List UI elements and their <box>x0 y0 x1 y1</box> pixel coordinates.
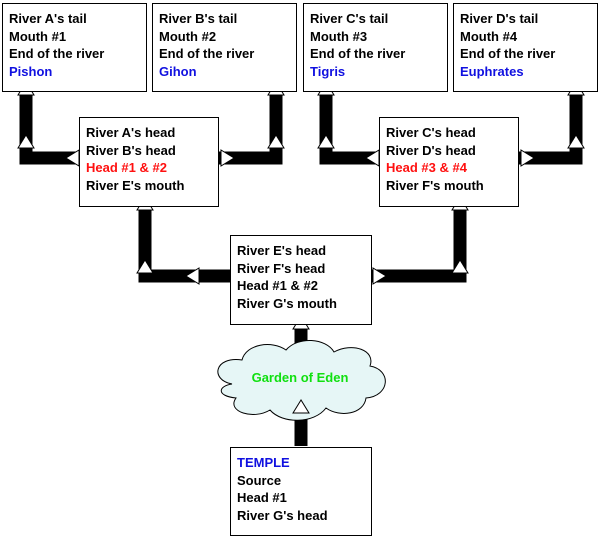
arrow-left-to-ab <box>185 267 200 285</box>
temple-line-4: River G's head <box>237 508 328 524</box>
arrow-from-ab-to-b <box>267 134 285 149</box>
arrow-into-garden <box>292 399 310 414</box>
river-d-tail-line-2: Mouth #4 <box>460 28 518 44</box>
river-c-tail-box: River C's tail Mouth #3 End of the river… <box>303 3 448 92</box>
river-c-name-tigris: Tigris <box>310 64 346 80</box>
junction-ef-line-1: River E's head <box>237 243 327 258</box>
river-d-tail-line-3: End of the river <box>460 46 556 62</box>
arrow-from-ab-to-a <box>17 134 35 149</box>
junction-cd-heads: Head #3 & #4 <box>386 160 467 176</box>
temple-box: TEMPLE Source Head #1 River G's head <box>230 447 372 536</box>
junction-ef-line-4: River G's mouth <box>237 296 337 312</box>
junction-ab-line-4: River E's mouth <box>86 178 185 194</box>
junction-cd-box: River C's head River D's head Head #3 & … <box>379 117 519 207</box>
pipe-ef-to-ab <box>138 210 230 283</box>
river-a-tail-box: River A's tail Mouth #1 End of the river… <box>2 3 147 92</box>
river-c-tail-line-2: Mouth #3 <box>310 28 368 44</box>
river-a-name-pishon: Pishon <box>9 64 53 80</box>
junction-ab-box: River A's head River B's head Head #1 & … <box>79 117 219 207</box>
river-a-tail-line-3: End of the river <box>9 46 105 62</box>
junction-ab-line-1: River A's head <box>86 125 176 140</box>
river-c-tail-line-1: River C's tail <box>310 11 389 26</box>
junction-cd-line-4: River F's mouth <box>386 178 484 194</box>
temple-line-3: Head #1 <box>237 490 287 506</box>
junction-ef-box: River E's head River F's head Head #1 & … <box>230 235 372 325</box>
temple-title: TEMPLE <box>237 455 290 470</box>
arrow-from-ef-to-ab <box>136 259 154 274</box>
garden-cloud <box>217 340 386 421</box>
river-a-tail-line-1: River A's tail <box>9 11 87 26</box>
junction-ab-line-2: River B's head <box>86 142 176 158</box>
junction-ab-heads: Head #1 & #2 <box>86 160 167 176</box>
cloud-shape <box>217 340 386 421</box>
river-d-tail-box: River D's tail Mouth #4 End of the river… <box>453 3 598 92</box>
river-b-tail-line-1: River B's tail <box>159 11 238 26</box>
junction-cd-line-1: River C's head <box>386 125 476 140</box>
arrow-from-cd-to-c <box>317 134 335 149</box>
junction-ef-line-3: Head #1 & #2 <box>237 278 318 294</box>
river-b-tail-box: River B's tail Mouth #2 End of the river… <box>152 3 297 92</box>
temple-line-2: Source <box>237 472 282 488</box>
arrow-right-to-b <box>220 149 235 167</box>
pipe-ef-to-cd <box>372 210 467 283</box>
river-d-name-euphrates: Euphrates <box>460 64 524 80</box>
arrow-right-to-cd <box>372 267 387 285</box>
junction-cd-line-2: River D's head <box>386 142 476 158</box>
junction-ef-line-2: River F's head <box>237 260 326 276</box>
river-c-tail-line-3: End of the river <box>310 46 406 62</box>
river-d-tail-line-1: River D's tail <box>460 11 539 26</box>
river-b-tail-line-2: Mouth #2 <box>159 28 217 44</box>
river-b-name-gihon: Gihon <box>159 64 197 80</box>
arrow-right-to-d <box>520 149 535 167</box>
garden-of-eden-label: Garden of Eden <box>251 370 349 385</box>
river-b-tail-line-3: End of the river <box>159 46 255 62</box>
river-a-tail-line-2: Mouth #1 <box>9 28 67 44</box>
arrow-from-ef-to-cd <box>451 259 469 274</box>
arrow-from-cd-to-d <box>567 134 585 149</box>
